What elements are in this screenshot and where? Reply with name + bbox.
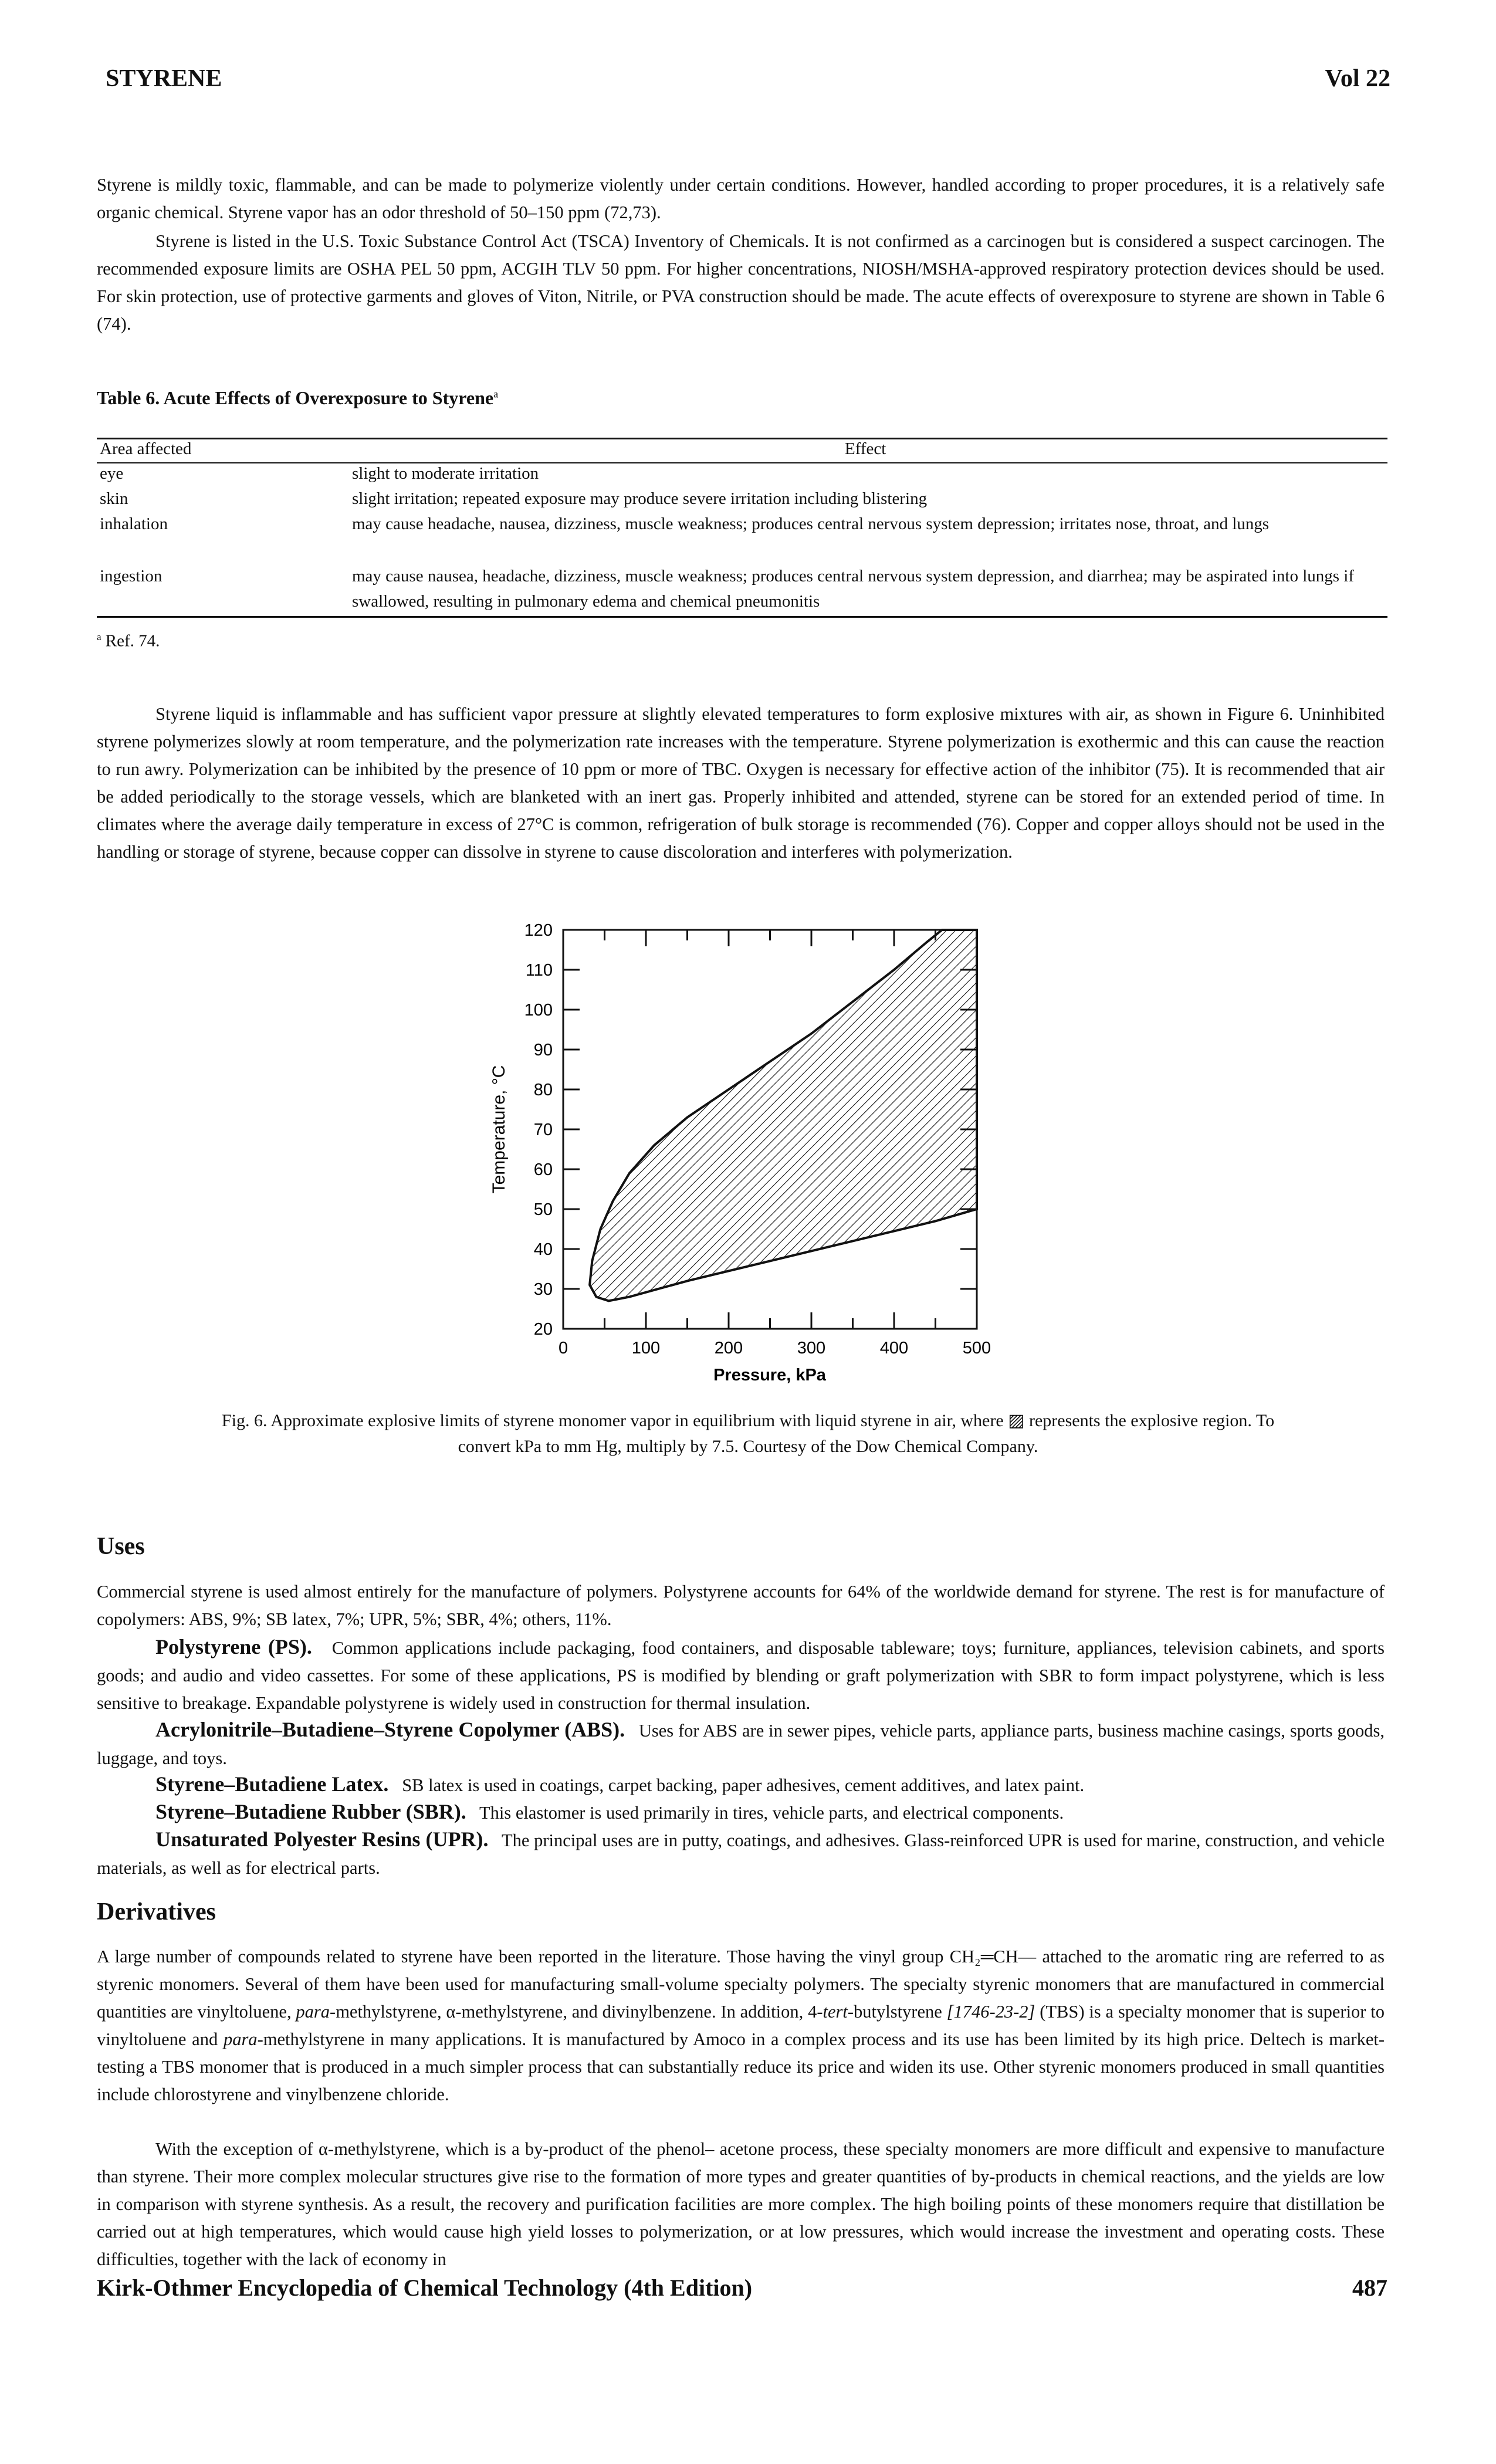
y-tick-label: 50 — [534, 1200, 553, 1219]
x-axis-label: Pressure, kPa — [713, 1366, 827, 1385]
paragraph-toxicity: Styrene is mildly toxic, flammable, and … — [97, 175, 1385, 222]
y-tick-label: 100 — [524, 1001, 553, 1020]
x-tick-label: 100 — [632, 1339, 660, 1358]
runin-heading-latex: Styrene–Butadiene Latex. — [155, 1772, 389, 1796]
table-title: Table 6. Acute Effects of Overexposure t… — [97, 387, 499, 408]
y-tick-label: 30 — [534, 1280, 553, 1299]
section-heading-derivatives: Derivatives — [97, 1898, 216, 1925]
paragraph-sbr: Styrene–Butadiene Rubber (SBR). This ela… — [155, 1800, 1064, 1823]
paragraph-specialty-monomers: With the exception of α-methylstyrene, w… — [97, 2139, 1385, 2269]
table-cell-area: skin — [100, 489, 128, 508]
explosive-region — [588, 929, 978, 1302]
cas-number: [1746-23-2] — [946, 2002, 1035, 2022]
table-header-rule — [97, 462, 1387, 463]
page-number: 487 — [1352, 2275, 1387, 2301]
y-tick-label: 120 — [524, 921, 553, 940]
running-header-title: STYRENE — [106, 65, 222, 92]
table-header-area: Area affected — [100, 439, 192, 458]
vinyl-formula: CH₂═CH— — [949, 1947, 1037, 1967]
table-cell-effect: slight to moderate irritation — [352, 464, 539, 483]
table-cell-area: inhalation — [100, 515, 168, 533]
figure-caption-line-2: convert kPa to mm Hg, multiply by 7.5. C… — [458, 1437, 1038, 1456]
explosive-limits-chart: 20 30 40 50 60 70 80 90 100 110 120 0 100 200 300 400 5… — [489, 921, 991, 1385]
x-tick-label: 0 — [559, 1339, 568, 1358]
y-tick-label: 60 — [534, 1160, 553, 1179]
paragraph-storage: Styrene liquid is inflammable and has su… — [97, 704, 1385, 862]
runin-heading-ps: Polystyrene (PS). — [155, 1635, 312, 1659]
runin-heading-abs: Acrylonitrile–Butadiene–Styrene Copolyme… — [155, 1718, 625, 1741]
table-cell-effect: may cause nausea, headache, dizziness, m… — [352, 567, 1354, 611]
y-axis-label: Temperature, °C — [489, 1065, 509, 1194]
y-tick-label: 40 — [534, 1240, 553, 1259]
table-header-effect: Effect — [845, 439, 886, 458]
table-cell-effect: may cause headache, nausea, dizziness, m… — [352, 515, 1270, 533]
paragraph-uses-intro: Commercial styrene is used almost entire… — [97, 1582, 1385, 1629]
figure-caption: Fig. 6. Approximate explosive limits of … — [126, 1408, 1370, 1460]
table-footnote: a Ref. 74. — [97, 631, 160, 651]
paragraph-styrenic-monomers: A large number of compounds related to s… — [97, 1947, 1385, 2104]
figure-caption-line-1: Fig. 6. Approximate explosive limits of … — [221, 1411, 1275, 1430]
y-tick-label: 80 — [534, 1081, 553, 1099]
table-bottom-rule — [97, 616, 1387, 618]
section-heading-uses: Uses — [97, 1533, 145, 1560]
paragraph-abs: Acrylonitrile–Butadiene–Styrene Copolyme… — [97, 1718, 1385, 1768]
y-tick-label: 90 — [534, 1041, 553, 1060]
table-cell-effect: slight irritation; repeated exposure may… — [352, 489, 928, 508]
paragraph-upr: Unsaturated Polyester Resins (UPR). The … — [97, 1827, 1385, 1878]
paragraph-sb-latex: Styrene–Butadiene Latex. SB latex is use… — [155, 1772, 1085, 1796]
x-tick-label: 300 — [797, 1339, 825, 1358]
y-tick-label: 70 — [534, 1121, 553, 1139]
table-top-rule — [97, 438, 1387, 439]
runin-heading-upr: Unsaturated Polyester Resins (UPR). — [155, 1827, 489, 1851]
x-tick-label: 200 — [715, 1339, 743, 1358]
table-cell-area: eye — [100, 464, 124, 483]
footer-publication-title: Kirk-Othmer Encyclopedia of Chemical Tec… — [97, 2275, 753, 2301]
paragraph-tsca: Styrene is listed in the U.S. Toxic Subs… — [97, 231, 1385, 334]
x-tick-label: 500 — [963, 1339, 991, 1358]
table-cell-area: ingestion — [100, 567, 163, 585]
y-tick-label: 20 — [534, 1320, 553, 1339]
paragraph-polystyrene: Polystyrene (PS). Common applications in… — [97, 1635, 1385, 1713]
volume-label: Vol 22 — [1325, 65, 1390, 92]
runin-heading-sbr: Styrene–Butadiene Rubber (SBR). — [155, 1800, 466, 1823]
y-tick-label: 110 — [526, 961, 553, 980]
x-tick-label: 400 — [880, 1339, 908, 1358]
